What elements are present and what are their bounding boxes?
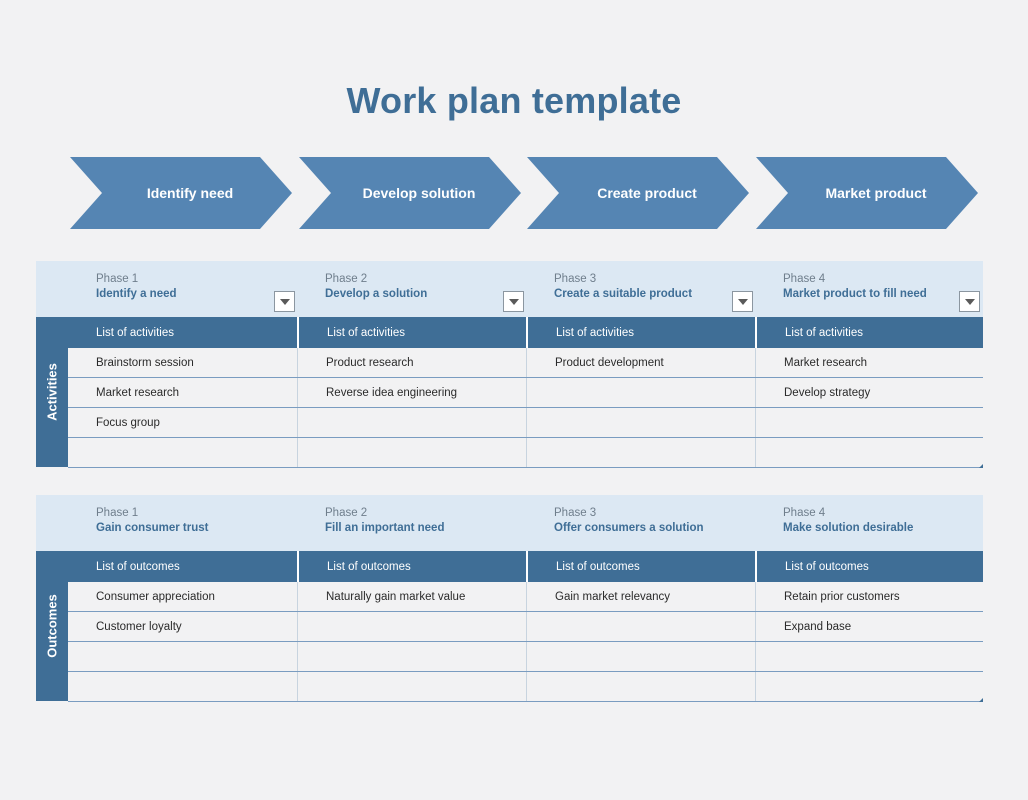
table-cell[interactable] (297, 438, 526, 467)
column-header[interactable]: List of outcomes (755, 551, 984, 582)
page-title: Work plan template (346, 80, 682, 121)
table-row: Consumer appreciation Naturally gain mar… (68, 582, 983, 612)
outcomes-side-band: Outcomes (36, 551, 68, 701)
chevron-down-icon (737, 298, 748, 305)
phase-name: Make solution desirable (783, 522, 914, 534)
table-cell[interactable] (526, 408, 755, 437)
table-cell[interactable] (755, 438, 984, 467)
activities-table: List of activities List of activities Li… (68, 317, 983, 468)
phase-number: Phase 4 (783, 273, 826, 285)
outcomes-phase-header: Phase 1 Gain consumer trust Phase 2 Fill… (36, 495, 983, 551)
phase-2-dropdown[interactable] (503, 291, 524, 312)
activities-section: Phase 1 Identify a need Phase 2 Develop … (36, 261, 983, 468)
table-cell[interactable]: Brainstorm session (96, 356, 194, 369)
table-cell[interactable] (68, 642, 297, 671)
column-header[interactable]: List of activities (526, 317, 755, 348)
activities-phase-3: Phase 3 Create a suitable product (526, 261, 755, 317)
chevron-down-icon (964, 298, 975, 305)
table-row (68, 642, 983, 672)
column-header[interactable]: List of activities (755, 317, 984, 348)
outcomes-phase-4: Phase 4 Make solution desirable (755, 495, 984, 551)
phase-name: Offer consumers a solution (554, 522, 704, 534)
table-header-row: List of outcomes List of outcomes List o… (68, 551, 983, 582)
phase-number: Phase 3 (554, 507, 597, 519)
process-arrow-identify-need: Identify need (70, 157, 292, 229)
activities-side-band: Activities (36, 317, 68, 467)
column-header[interactable]: List of activities (96, 326, 174, 339)
table-cell[interactable]: Customer loyalty (96, 620, 182, 633)
table-cell[interactable] (526, 672, 755, 701)
column-header[interactable]: List of outcomes (297, 551, 526, 582)
phase-number: Phase 1 (96, 273, 139, 285)
phase-name: Gain consumer trust (96, 522, 209, 534)
table-cell[interactable] (755, 672, 984, 701)
table-cell[interactable] (297, 408, 526, 437)
column-header[interactable]: List of outcomes (96, 560, 180, 573)
table-cell[interactable] (68, 672, 297, 701)
table-cell[interactable]: Product development (526, 348, 755, 377)
phase-name: Develop a solution (325, 288, 428, 300)
phase-number: Phase 1 (96, 507, 139, 519)
activities-phase-1: Phase 1 Identify a need (68, 261, 297, 317)
outcomes-section: Phase 1 Gain consumer trust Phase 2 Fill… (36, 495, 983, 702)
table-cell[interactable]: Focus group (96, 416, 160, 429)
table-cell[interactable]: Market research (755, 348, 984, 377)
table-header-row: List of activities List of activities Li… (68, 317, 983, 348)
table-resize-handle[interactable] (979, 464, 983, 468)
table-cell[interactable] (755, 408, 984, 437)
activities-phase-4: Phase 4 Market product to fill need (755, 261, 984, 317)
table-cell[interactable] (297, 642, 526, 671)
phase-number: Phase 3 (554, 273, 597, 285)
table-cell[interactable]: Product research (297, 348, 526, 377)
outcomes-phase-3: Phase 3 Offer consumers a solution (526, 495, 755, 551)
phase-name: Market product to fill need (783, 288, 927, 300)
table-row: Customer loyalty Expand base (68, 612, 983, 642)
table-cell[interactable] (526, 438, 755, 467)
activities-side-label: Activities (44, 363, 60, 421)
outcomes-phase-2: Phase 2 Fill an important need (297, 495, 526, 551)
table-cell[interactable]: Retain prior customers (755, 582, 984, 611)
table-row: Focus group (68, 408, 983, 438)
table-cell[interactable]: Consumer appreciation (96, 590, 215, 603)
table-row: Market research Reverse idea engineering… (68, 378, 983, 408)
chevron-down-icon (508, 298, 519, 305)
table-cell[interactable]: Develop strategy (755, 378, 984, 407)
process-arrow-create-product: Create product (527, 157, 749, 229)
chevron-down-icon (279, 298, 290, 305)
table-cell[interactable] (297, 672, 526, 701)
table-cell[interactable]: Reverse idea engineering (297, 378, 526, 407)
table-cell[interactable]: Gain market relevancy (526, 582, 755, 611)
outcomes-table: List of outcomes List of outcomes List o… (68, 551, 983, 702)
table-row (68, 438, 983, 468)
table-cell[interactable] (526, 378, 755, 407)
phase-4-dropdown[interactable] (959, 291, 980, 312)
column-header[interactable]: List of activities (297, 317, 526, 348)
phase-1-dropdown[interactable] (274, 291, 295, 312)
table-resize-handle[interactable] (979, 698, 983, 702)
phase-number: Phase 2 (325, 273, 368, 285)
outcomes-side-label: Outcomes (44, 594, 60, 658)
table-cell[interactable] (297, 612, 526, 641)
table-row (68, 672, 983, 702)
phase-number: Phase 4 (783, 507, 826, 519)
activities-phase-header: Phase 1 Identify a need Phase 2 Develop … (36, 261, 983, 317)
phase-3-dropdown[interactable] (732, 291, 753, 312)
phase-number: Phase 2 (325, 507, 368, 519)
table-cell[interactable] (526, 612, 755, 641)
process-arrow-market-product: Market product (756, 157, 978, 229)
table-row: Brainstorm session Product research Prod… (68, 348, 983, 378)
activities-phase-2: Phase 2 Develop a solution (297, 261, 526, 317)
process-arrow-develop-solution: Develop solution (299, 157, 521, 229)
phase-name: Create a suitable product (554, 288, 693, 300)
table-cell[interactable] (68, 438, 297, 467)
phase-name: Identify a need (96, 288, 177, 300)
outcomes-phase-1: Phase 1 Gain consumer trust (68, 495, 297, 551)
table-cell[interactable]: Market research (96, 386, 180, 399)
table-cell[interactable]: Naturally gain market value (297, 582, 526, 611)
table-cell[interactable]: Expand base (755, 612, 984, 641)
table-cell[interactable] (755, 642, 984, 671)
column-header[interactable]: List of outcomes (526, 551, 755, 582)
table-cell[interactable] (526, 642, 755, 671)
phase-name: Fill an important need (325, 522, 445, 534)
